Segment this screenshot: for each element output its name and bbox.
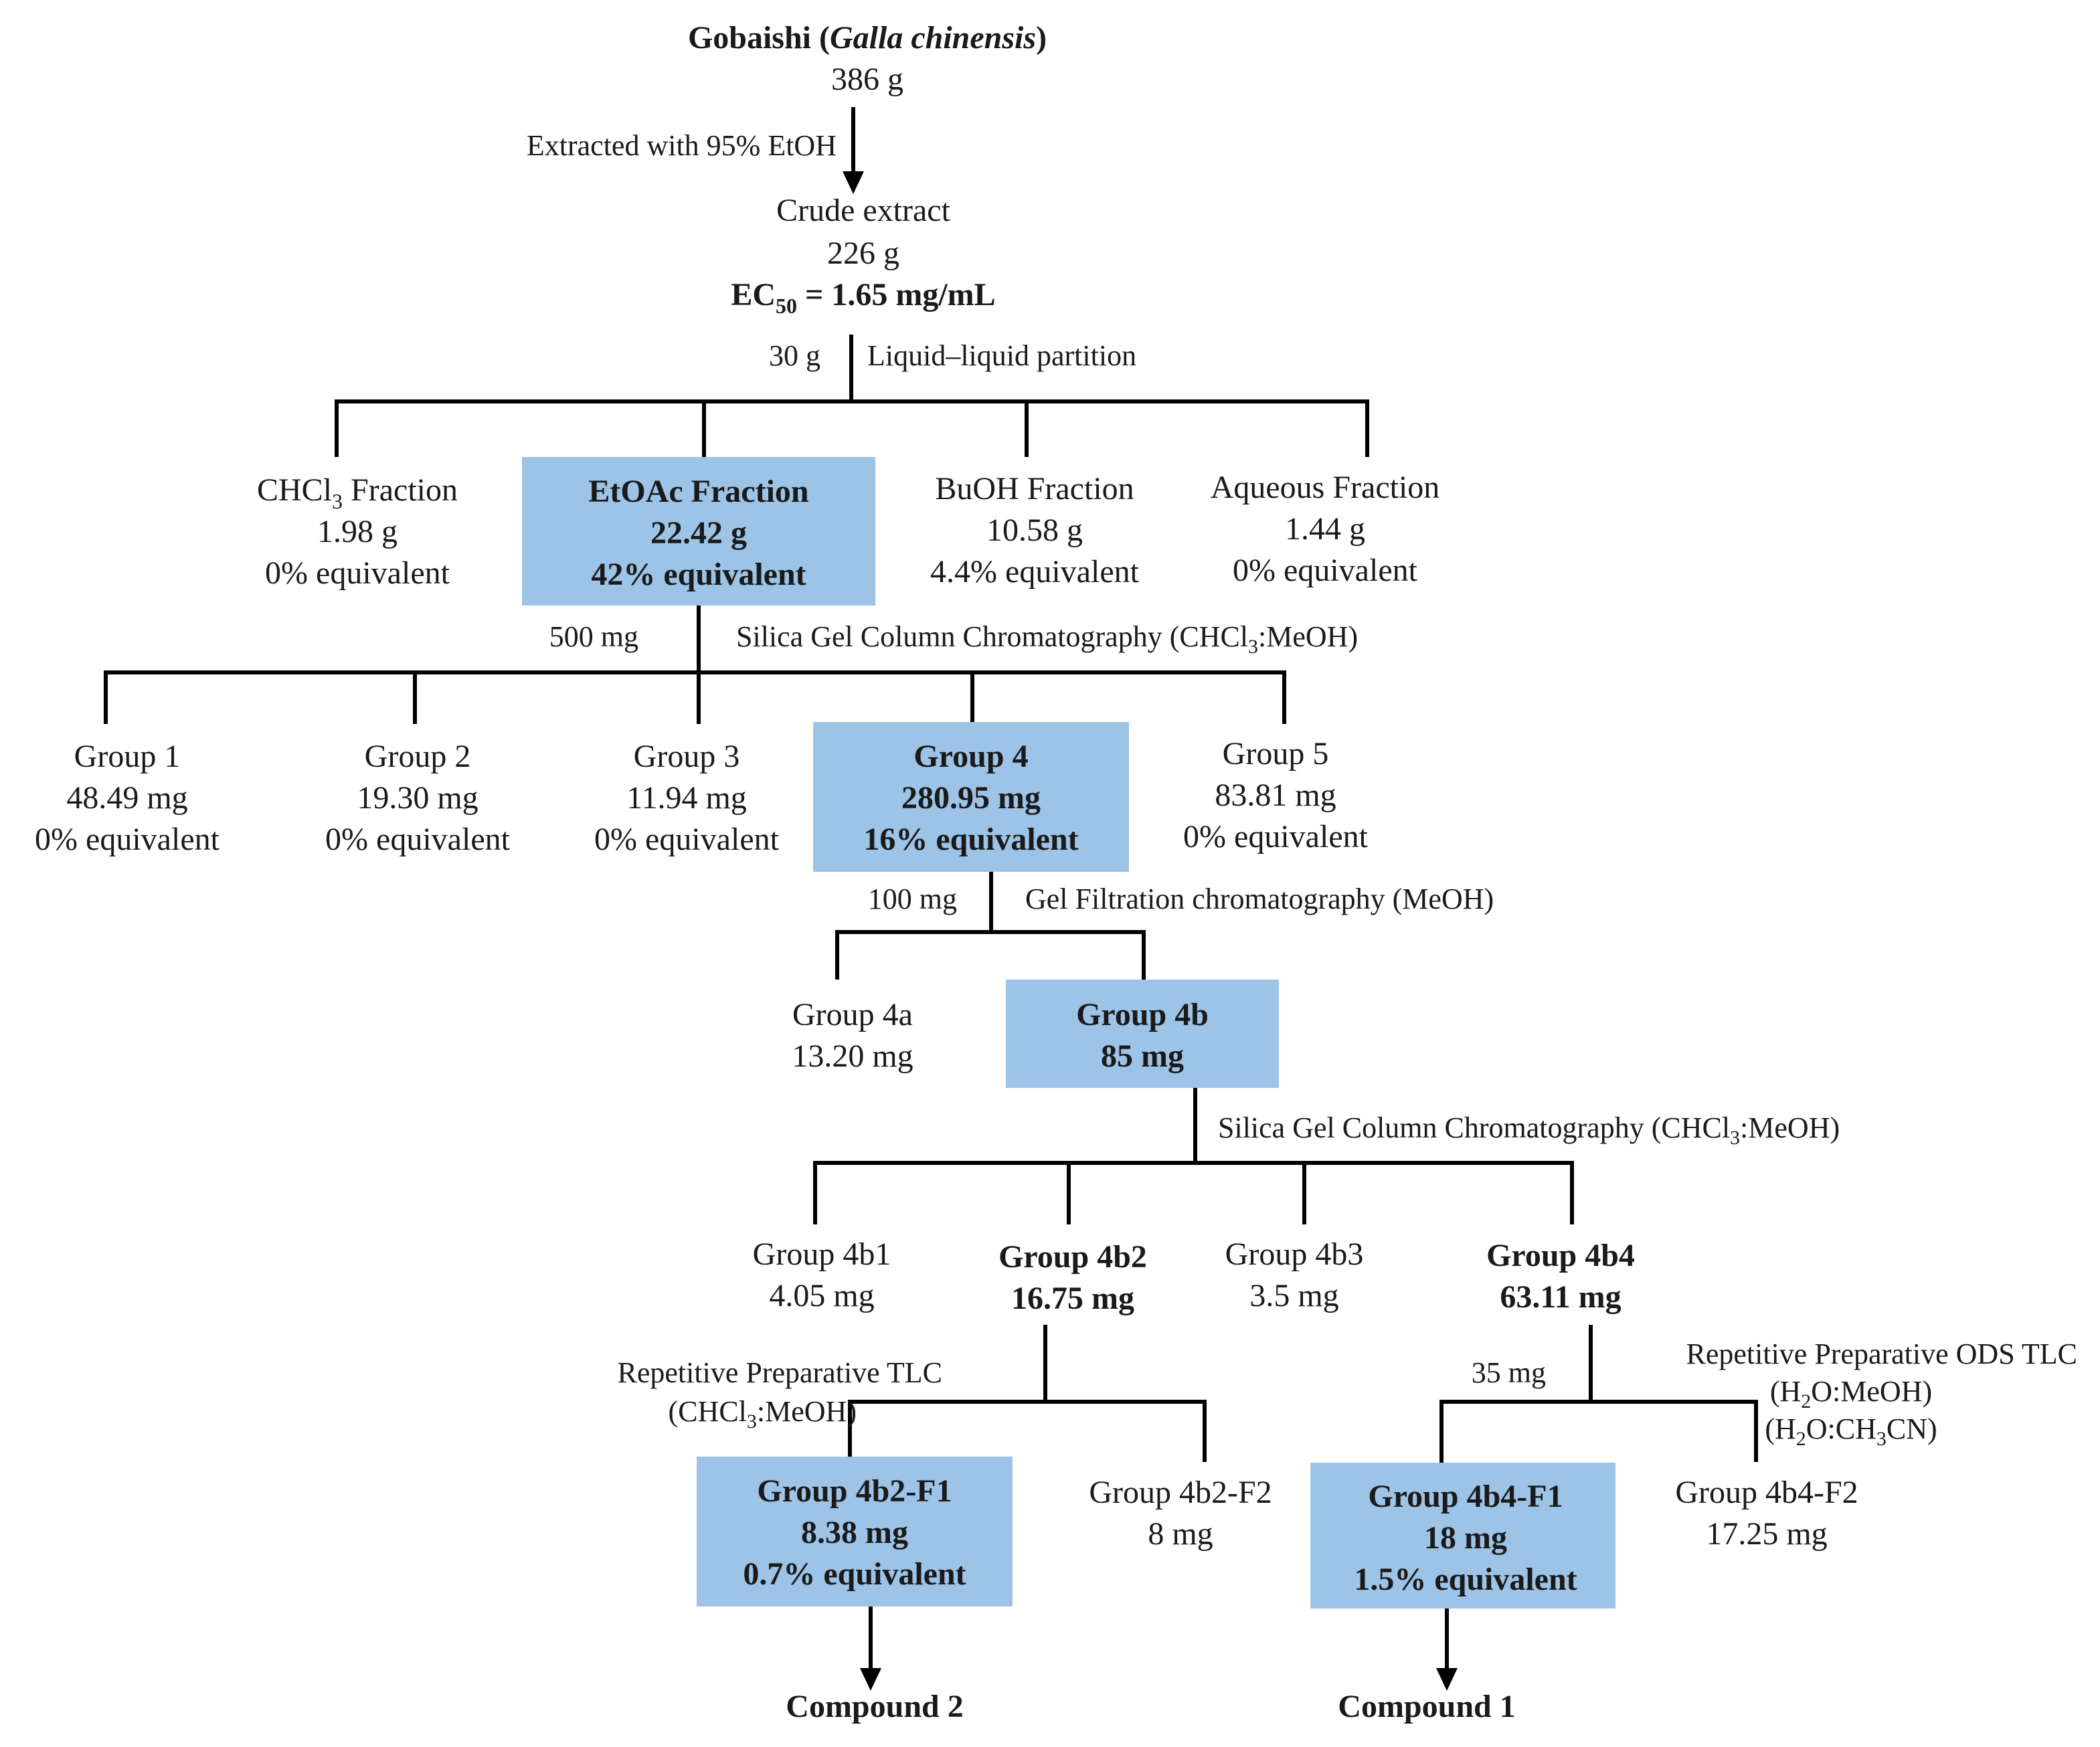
gel-method: Gel Filtration chromatography (MeOH)	[1025, 883, 1494, 915]
group-4b1-name: Group 4b1	[753, 1236, 891, 1272]
arrowhead-compound-2	[860, 1668, 881, 1691]
group-4b1-mass: 4.05 mg	[769, 1278, 874, 1313]
extraction-step-label: Extracted with 95% EtOH	[527, 129, 837, 162]
group-4b2-f1-activity: 0.7% equivalent	[743, 1556, 966, 1592]
group-1-name: Group 1	[74, 739, 181, 774]
root-title: Gobaishi (Galla chinensis)	[688, 20, 1047, 56]
group-4b4-f1-name: Group 4b4-F1	[1368, 1479, 1563, 1514]
buoh-fraction-mass: 10.58 g	[986, 513, 1083, 548]
ods-step-line2: (H2O:MeOH)	[1770, 1375, 1932, 1412]
group-4b4-mass: 63.11 mg	[1500, 1279, 1621, 1315]
buoh-fraction-activity: 4.4% equivalent	[930, 554, 1140, 589]
ods-step-line1: Repetitive Preparative ODS TLC	[1686, 1338, 2077, 1370]
group-2-mass: 19.30 mg	[357, 780, 478, 816]
arrowhead-compound-1	[1436, 1668, 1458, 1691]
etoac-fraction-mass: 22.42 g	[650, 515, 747, 551]
group-4b2-f2-mass: 8 mg	[1148, 1516, 1213, 1552]
compound-1-label: Compound 1	[1338, 1689, 1515, 1724]
connector-lines	[104, 107, 1758, 1691]
group-4b2-mass: 16.75 mg	[1011, 1281, 1134, 1316]
tlc-step-line1: Repetitive Preparative TLC	[618, 1356, 942, 1389]
group-4b4-f1-activity: 1.5% equivalent	[1354, 1562, 1577, 1597]
group-2-name: Group 2	[365, 739, 471, 774]
crude-extract-mass: 226 g	[827, 236, 899, 271]
group-4b4-f1-box	[1310, 1463, 1615, 1608]
gel-amount: 100 mg	[868, 883, 957, 915]
group-4b2-f2-name: Group 4b2-F2	[1089, 1475, 1272, 1510]
aqueous-fraction-mass: 1.44 g	[1285, 511, 1365, 547]
group-3-name: Group 3	[634, 739, 740, 774]
group-4-name: Group 4	[913, 739, 1028, 774]
etoac-fraction-activity: 42% equivalent	[591, 557, 806, 592]
chcl3-fraction-mass: 1.98 g	[317, 514, 398, 549]
group-4b3-name: Group 4b3	[1225, 1236, 1364, 1272]
compound-2-label: Compound 2	[786, 1689, 963, 1724]
group-3-activity: 0% equivalent	[594, 822, 780, 857]
etoac-fraction-box	[522, 457, 875, 606]
group-4b3-mass: 3.5 mg	[1249, 1278, 1338, 1313]
aqueous-fraction-name: Aqueous Fraction	[1211, 470, 1440, 505]
group-4b2-f1-box	[697, 1457, 1013, 1606]
group-2-activity: 0% equivalent	[325, 822, 511, 857]
arrowhead-crude	[843, 171, 864, 194]
group-5-mass: 83.81 mg	[1215, 777, 1336, 813]
chcl3-fraction-name: CHCl3 Fraction	[257, 472, 458, 513]
group-4-activity: 16% equivalent	[863, 822, 1078, 857]
group-4b4-f1-mass: 18 mg	[1424, 1520, 1507, 1556]
chcl3-fraction-activity: 0% equivalent	[265, 555, 450, 591]
group-4b4-name: Group 4b4	[1486, 1238, 1635, 1273]
group-1-mass: 48.49 mg	[66, 780, 187, 816]
group-4b4-f2-name: Group 4b4-F2	[1675, 1475, 1858, 1510]
group-4a-name: Group 4a	[792, 997, 913, 1032]
silica1-amount: 500 mg	[549, 620, 638, 653]
group-3-mass: 11.94 mg	[626, 780, 747, 816]
group-4b4-f2-mass: 17.25 mg	[1706, 1516, 1827, 1552]
etoac-fraction-name: EtOAc Fraction	[588, 474, 808, 509]
silica1-method: Silica Gel Column Chromatography (CHCl3:…	[736, 620, 1358, 658]
group-4-box	[813, 722, 1129, 872]
group-5-name: Group 5	[1223, 736, 1329, 771]
group-4b-box	[1006, 980, 1279, 1088]
aqueous-fraction-activity: 0% equivalent	[1233, 553, 1418, 588]
group-4b2-f1-mass: 8.38 mg	[801, 1515, 908, 1550]
group-4b2-name: Group 4b2	[998, 1239, 1147, 1275]
group-1-activity: 0% equivalent	[35, 822, 220, 857]
group-4-mass: 280.95 mg	[901, 780, 1041, 816]
root-mass: 386 g	[831, 62, 903, 97]
crude-extract-ec50: EC50 = 1.65 mg/mL	[731, 277, 995, 318]
partition-method: Liquid–liquid partition	[867, 339, 1136, 372]
group-4a-mass: 13.20 mg	[792, 1038, 913, 1074]
partition-amount: 30 g	[769, 339, 820, 372]
group-4b-mass: 85 mg	[1101, 1038, 1184, 1074]
ods-step-line3: (H2O:CH3CN)	[1765, 1412, 1937, 1450]
group-4b2-f1-name: Group 4b2-F1	[757, 1473, 952, 1509]
crude-extract-name: Crude extract	[776, 193, 951, 228]
ods-amount: 35 mg	[1472, 1356, 1546, 1389]
buoh-fraction-name: BuOH Fraction	[935, 471, 1134, 507]
silica2-method: Silica Gel Column Chromatography (CHCl3:…	[1218, 1111, 1840, 1149]
group-4b-name: Group 4b	[1076, 997, 1209, 1032]
group-5-activity: 0% equivalent	[1183, 819, 1369, 854]
tlc-step-line2: (CHCl3:MeOH)	[669, 1395, 857, 1433]
